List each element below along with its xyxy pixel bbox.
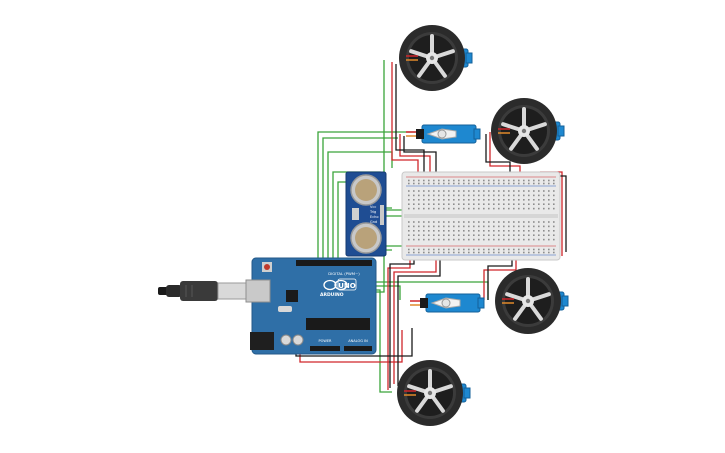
signal-wire[interactable]: [317, 131, 420, 262]
breadboard-holes: [408, 179, 555, 254]
signal-wire[interactable]: [337, 181, 346, 262]
power-wire[interactable]: [489, 132, 521, 176]
ground-wire[interactable]: [485, 134, 511, 176]
ground-wire[interactable]: [487, 256, 513, 300]
arduino-model: UNO: [338, 282, 356, 290]
arduino-uno-board[interactable]: DIGITAL (PWM~) ARDUINO UNO POWER ANALOG …: [245, 257, 377, 355]
usb-cable-icon[interactable]: [158, 281, 253, 301]
signal-wire[interactable]: [372, 285, 401, 300]
power-wire[interactable]: [391, 62, 419, 178]
ground-wire[interactable]: [395, 64, 425, 176]
atmega-chip: [306, 318, 370, 330]
wires: [295, 60, 567, 393]
sensor-pin-echo: Echo: [370, 215, 379, 219]
digital-header: [296, 260, 372, 266]
signal-wire[interactable]: [322, 137, 398, 262]
sensor-pin-trig: Trig: [369, 210, 376, 214]
arduino-brand: ARDUINO: [320, 292, 344, 298]
arduino-logo: [323, 279, 348, 291]
wheel-icon[interactable]: [491, 98, 565, 164]
wheels: [397, 25, 569, 426]
usb-socket: [245, 279, 271, 303]
power-wire[interactable]: [483, 256, 517, 300]
sensor-pin-labels: Vcc Trig Echo Gnd: [369, 205, 379, 224]
servos: [406, 124, 485, 313]
power-header: [310, 346, 340, 351]
breadboard[interactable]: [401, 171, 561, 261]
servo-motor-icon[interactable]: [406, 124, 481, 144]
power-header-label: POWER: [319, 339, 333, 343]
ultrasonic-sensor-icon[interactable]: Vcc Trig Echo Gnd: [345, 171, 387, 257]
ground-wire[interactable]: [397, 256, 441, 386]
power-wire[interactable]: [387, 256, 411, 390]
analog-header: [344, 346, 372, 351]
usb-chip: [286, 290, 298, 302]
ground-wire[interactable]: [403, 136, 437, 176]
sensor-pin-vcc: Vcc: [370, 205, 376, 209]
wheel-icon[interactable]: [397, 360, 471, 426]
wheel-icon[interactable]: [399, 25, 473, 91]
wheel-icon[interactable]: [495, 268, 569, 334]
sensor-pin-gnd: Gnd: [370, 220, 377, 224]
power-wire[interactable]: [399, 134, 431, 176]
power-wire[interactable]: [393, 256, 437, 384]
digital-header-label: DIGITAL (PWM~): [328, 271, 360, 276]
power-jack: [250, 332, 274, 350]
servo-motor-icon[interactable]: [410, 293, 485, 313]
analog-header-label: ANALOG IN: [348, 339, 368, 343]
